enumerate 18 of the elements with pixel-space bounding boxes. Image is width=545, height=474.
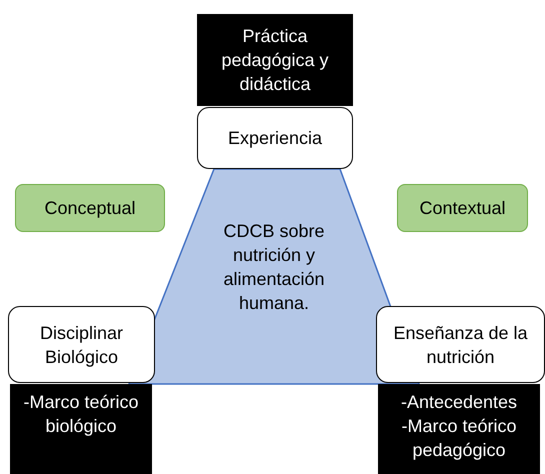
node-text: -Antecedentes	[400, 391, 518, 414]
node-text: -Marco teórico pedagógico	[400, 415, 518, 462]
label-box	[378, 384, 540, 474]
rounded-box	[8, 306, 155, 383]
node-text: Conceptual	[44, 197, 136, 220]
rounded-box	[376, 306, 545, 383]
node-text: -Marco teórico biológico	[22, 391, 140, 438]
node-text: Enseñanza de la nutrición	[392, 322, 529, 368]
rounded-box	[15, 184, 165, 232]
node-text: CDCB sobre nutrición y alimentación humana.	[222, 220, 326, 314]
label-box	[10, 384, 152, 474]
node-text: Experiencia	[228, 127, 322, 150]
rounded-box	[197, 107, 353, 169]
label-box	[197, 14, 353, 106]
node-text: Disciplinar Biológico	[38, 322, 124, 368]
node-text: Práctica pedagógica y didáctica	[220, 25, 330, 96]
rounded-box	[397, 184, 528, 232]
node-text: Contextual	[419, 197, 506, 220]
